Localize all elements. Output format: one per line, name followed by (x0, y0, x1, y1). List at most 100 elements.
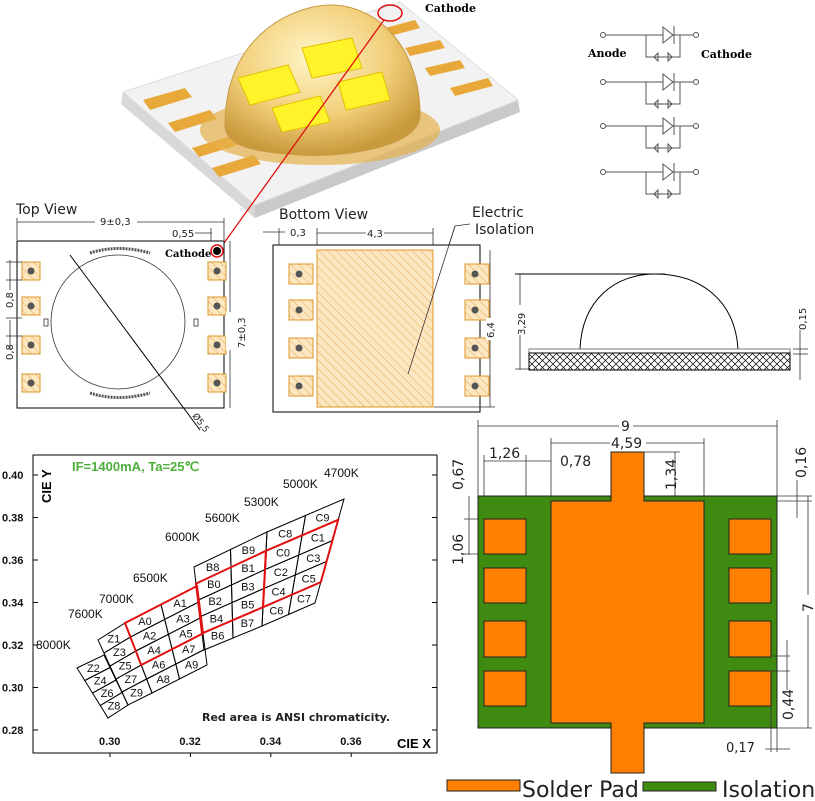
x-tick-label: 0.36 (340, 736, 361, 748)
bin-label: Z5 (119, 660, 132, 672)
cct-label: 7000K (99, 592, 134, 606)
cct-label: 6000K (165, 530, 200, 544)
anode-terminal (600, 123, 606, 129)
tab-length-dim: 1,34 (664, 459, 680, 490)
diode-icon (662, 25, 674, 45)
bin-label: Z1 (107, 633, 120, 645)
cathode-terminal (693, 32, 699, 38)
zener-icon (653, 51, 659, 63)
x-axis-label: CIE X (397, 736, 431, 751)
zener-icon (667, 98, 673, 110)
y-axis-label: CIE Y (39, 469, 54, 503)
top-pitch-dim-2: 0,8 (5, 344, 16, 360)
cathode-terminal (693, 123, 699, 129)
zener-icon (653, 98, 659, 110)
bin-label: A2 (143, 630, 156, 642)
bin-label: B1 (241, 563, 254, 575)
bin-label: A8 (156, 674, 169, 686)
diode-icon (662, 162, 674, 182)
top-pitch-dim-1: 0,8 (5, 292, 16, 308)
chart-condition: IF=1400mA, Ta=25℃ (72, 459, 199, 474)
solder-pad (728, 518, 772, 555)
cct-label: 4700K (324, 466, 359, 480)
y-tick-label: 0.38 (2, 513, 23, 525)
cathode-terminal (693, 169, 699, 175)
x-tick-label: 0.30 (99, 736, 120, 748)
bin-label: A3 (176, 613, 189, 625)
bin-label: C5 (302, 573, 316, 585)
led-chips (237, 37, 391, 133)
bottom-view-title: Bottom View (279, 207, 368, 223)
photo-cathode-label: Cathode (425, 2, 476, 15)
bin-label: B6 (211, 630, 224, 642)
cct-label: 5600K (205, 511, 240, 525)
bin-label: Z3 (113, 647, 126, 659)
cct-label: 5300K (244, 495, 279, 509)
bin-label: C4 (272, 586, 286, 598)
bin-label: Z8 (108, 700, 121, 712)
solder-pad (483, 567, 527, 604)
pad-width-total-dim: 9 (621, 419, 630, 435)
legend-solder-pad-swatch (446, 779, 521, 792)
pad-gap-x-dim: 0,78 (560, 454, 591, 470)
solder-pad (728, 620, 772, 658)
bin-label: B9 (242, 545, 255, 557)
top-cathode-label: Cathode (165, 249, 211, 260)
y-tick-label: 0.34 (2, 598, 24, 610)
cct-label: 8000K (36, 638, 71, 652)
bin-label: B8 (206, 562, 219, 574)
bin-label: C7 (297, 594, 311, 606)
top-margin-dim: 0,16 (794, 447, 810, 478)
bin-label: A9 (185, 659, 198, 671)
cathode-leader-line (218, 19, 385, 251)
cct-label: 5000K (283, 477, 318, 491)
chart-note: Red area is ANSI chromaticity. (202, 711, 390, 724)
bottom-height-dim: 6,4 (486, 322, 497, 338)
center-solder-pad (550, 451, 705, 774)
bin-label: Z7 (124, 674, 137, 686)
bin-cell (175, 648, 208, 680)
bin-label: A7 (182, 644, 195, 656)
led-chip-circuit (600, 116, 699, 154)
y-tick-label: 0.40 (2, 470, 23, 482)
zener-icon (667, 142, 673, 154)
solder-pad (728, 670, 772, 707)
small-pad-width-dim: 1,26 (489, 446, 520, 462)
led-chip-circuit (600, 162, 699, 200)
bin-label: C1 (311, 533, 325, 545)
cathode-marker-circle (377, 4, 403, 22)
bin-label: Z2 (87, 663, 100, 675)
bin-label: B5 (241, 600, 254, 612)
legend-solder-pad-label: Solder Pad (522, 778, 639, 801)
solder-pad (728, 567, 772, 604)
circuit-cathode-label: Cathode (701, 48, 752, 61)
bin-label: B0 (207, 579, 220, 591)
bin-label: A5 (179, 629, 192, 641)
zener-icon (667, 51, 673, 63)
pad-gap-y-dim: 0,44 (781, 689, 797, 720)
plot-frame (32, 454, 438, 754)
top-offset-dim: 0,55 (172, 229, 194, 240)
zener-icon (667, 188, 673, 200)
pad-height-dim: 1,06 (451, 534, 467, 565)
cct-label: 7600K (68, 607, 103, 621)
lens-diameter-dim: Ø5,5 (190, 411, 212, 435)
led-chip-circuit (600, 72, 699, 110)
cct-label: 6500K (133, 571, 168, 585)
led-photo: Cathode (121, 1, 520, 251)
circuit-diagram (600, 25, 699, 200)
side-height-dim: 3,29 (517, 313, 528, 335)
top-width-dim: 9±0,3 (100, 217, 131, 228)
bottom-view-drawing: Bottom View Electric Isolation 0,3 4,3 6… (263, 205, 534, 413)
x-tick-label: 0.34 (260, 736, 282, 748)
legend-isolation-label: Isolation (722, 778, 815, 801)
isolation-callout-line2: Isolation (475, 222, 534, 238)
bin-cell (99, 691, 129, 719)
center-pad-dim: 4,59 (611, 436, 642, 452)
bin-label: A6 (152, 659, 165, 671)
pad-height-total-dim: 7 (801, 603, 815, 612)
zener-icon (653, 188, 659, 200)
edge-gap-dim: 0,17 (726, 741, 755, 756)
